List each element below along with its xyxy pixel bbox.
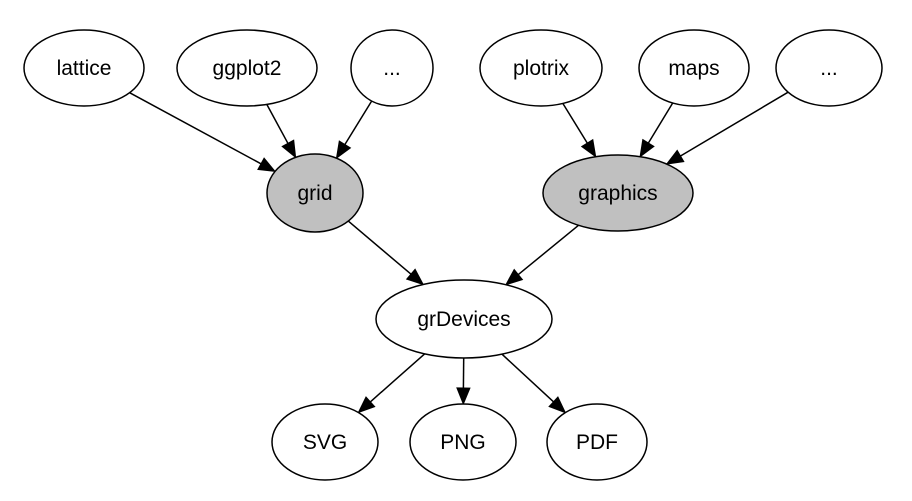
arrowhead [548, 396, 567, 414]
node-label: SVG [303, 431, 347, 454]
node-ellipse [266, 153, 364, 233]
arrowhead [257, 157, 277, 173]
arrowhead [665, 149, 685, 165]
node-pdf: PDF [546, 403, 648, 481]
arrowhead [456, 387, 471, 406]
edge-grid-to-grdevices [347, 220, 425, 286]
arrowhead [580, 138, 597, 158]
edge-grdevices-to-pdf [501, 353, 567, 414]
edge-grdevices-to-svg [357, 353, 426, 414]
node-maps: maps [638, 29, 750, 107]
edge-dots-left-to-grid [335, 100, 373, 160]
node-ellipse [546, 403, 648, 481]
edge-dots-right-to-graphics [665, 91, 789, 165]
edge-line [129, 92, 262, 165]
arrowhead [357, 396, 376, 414]
node-svg: SVG [271, 403, 379, 481]
node-label: ... [383, 57, 401, 80]
edge-line [647, 102, 674, 144]
edge-lattice-to-grid [129, 92, 277, 173]
node-grdevices: grDevices [375, 279, 553, 359]
node-graphics: graphics [542, 154, 694, 232]
node-label: ggplot2 [213, 57, 282, 80]
edge-graphics-to-grdevices [504, 224, 579, 286]
edge-line [517, 224, 579, 276]
edge-maps-to-graphics [639, 102, 674, 158]
edge-grdevices-to-png [456, 357, 471, 406]
node-label: PNG [440, 431, 486, 454]
node-label: grid [297, 182, 332, 205]
edge-line [344, 100, 373, 145]
node-png: PNG [409, 403, 517, 481]
node-label: PDF [576, 431, 618, 454]
node-ggplot2: ggplot2 [176, 29, 318, 107]
arrowhead [504, 268, 524, 286]
node-ellipse [23, 29, 145, 107]
edge-ggplot2-to-grid [266, 104, 297, 159]
arrowhead [405, 268, 425, 286]
node-grid: grid [266, 153, 364, 233]
node-label: plotrix [513, 57, 570, 80]
node-ellipse [271, 403, 379, 481]
node-ellipse [409, 403, 517, 481]
node-label: lattice [57, 57, 112, 80]
arrowhead [335, 140, 352, 160]
node-label: graphics [578, 182, 657, 205]
edge-line [680, 91, 789, 157]
edges-layer [129, 91, 789, 414]
node-label: maps [668, 57, 719, 80]
node-ellipse [542, 154, 694, 232]
edge-line [369, 353, 426, 403]
node-ellipse [375, 279, 553, 359]
node-lattice: lattice [23, 29, 145, 107]
arrowhead [639, 138, 655, 158]
node-ellipse [775, 29, 883, 107]
edge-line [562, 103, 588, 144]
node-ellipse [479, 29, 603, 107]
node-plotrix: plotrix [479, 29, 603, 107]
arrowhead [281, 139, 297, 159]
node-label: ... [820, 57, 838, 80]
edge-line [347, 220, 412, 275]
edge-plotrix-to-graphics [562, 103, 597, 158]
node-ellipse [350, 29, 434, 107]
node-dots-left: ... [350, 29, 434, 107]
edge-line [266, 104, 289, 144]
nodes-layer: lattice ggplot2... plotrix maps... grid graph… [23, 29, 883, 481]
node-label: grDevices [417, 308, 510, 331]
node-ellipse [176, 29, 318, 107]
node-ellipse [638, 29, 750, 107]
edge-line [501, 353, 555, 403]
node-dots-right: ... [775, 29, 883, 107]
